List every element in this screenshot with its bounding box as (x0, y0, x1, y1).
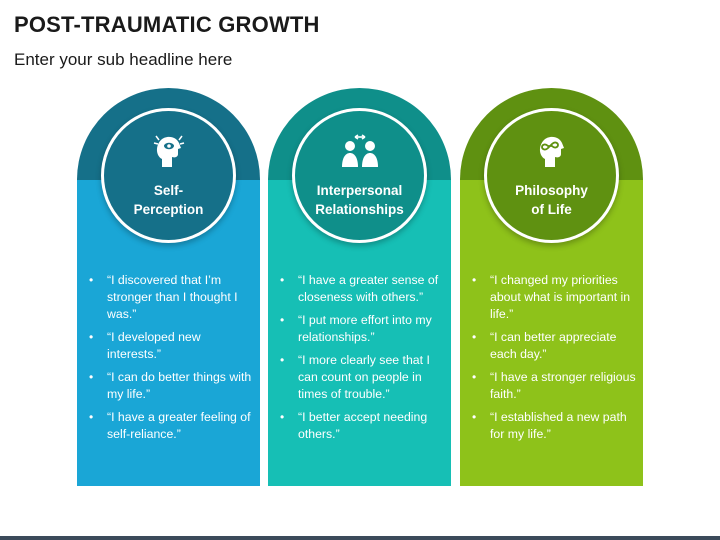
card-circle: Self- Perception (101, 108, 236, 243)
card-label: Self- Perception (133, 183, 204, 217)
card-self-perception: Self- Perception •“I discovered that I’m… (77, 88, 260, 486)
list-item: •“I developed new interests.” (89, 330, 201, 361)
list-item: •“I more clearly see that I can count on… (280, 353, 430, 401)
list-item: •“I changed my priorities about what is … (472, 273, 631, 321)
card-bullets: •“I have a greater sense of closeness wi… (278, 272, 446, 449)
list-item: •“I established a new path for my life.” (472, 410, 627, 441)
card-interpersonal-relationships: Interpersonal Relationships •“I have a g… (268, 88, 451, 486)
list-item: •“I better accept needing others.” (280, 410, 428, 441)
card-bullets: •“I discovered that I’m stronger than I … (87, 272, 255, 449)
list-item: •“I put more effort into my relationship… (280, 313, 432, 344)
list-item: •“I have a stronger religious faith.” (472, 370, 636, 401)
page-title: POST-TRAUMATIC GROWTH (14, 12, 320, 37)
head-with-infinity-icon (532, 131, 572, 171)
list-item: •“I have a greater sense of closeness wi… (280, 273, 439, 304)
card-circle: Interpersonal Relationships (292, 108, 427, 243)
footer-bar (0, 536, 720, 540)
two-people-icon (340, 131, 380, 171)
page-subtitle: Enter your sub headline here (14, 50, 233, 69)
list-item: •“I discovered that I’m stronger than I … (89, 273, 238, 321)
card-philosophy-of-life: Philosophy of Life •“I changed my priori… (460, 88, 643, 486)
list-item: •“I can better appreciate each day.” (472, 330, 617, 361)
card-circle: Philosophy of Life (484, 108, 619, 243)
list-item: •“I have a greater feeling of self-relia… (89, 410, 251, 441)
card-bullets: •“I changed my priorities about what is … (470, 272, 638, 449)
list-item: •“I can do better things with my life.” (89, 370, 252, 401)
card-label: Interpersonal Relationships (315, 183, 404, 217)
card-label: Philosophy of Life (515, 183, 588, 217)
head-with-eye-icon (149, 131, 189, 171)
